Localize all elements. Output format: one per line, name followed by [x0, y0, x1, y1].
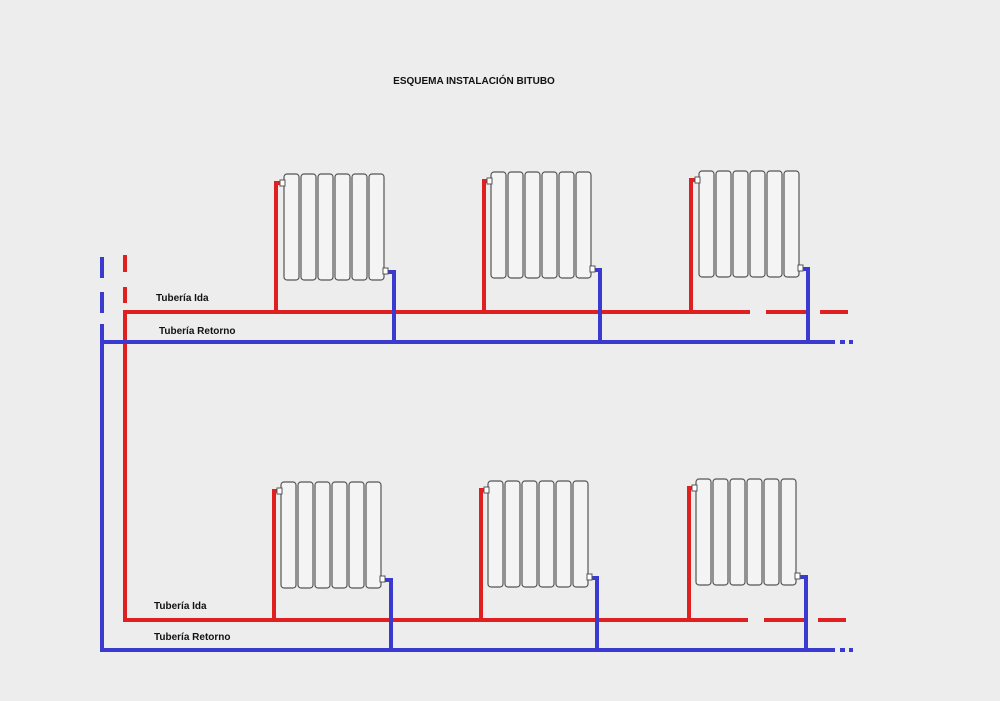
radiator: [272, 481, 393, 650]
radiator: [482, 171, 602, 342]
radiator-section: [695, 478, 712, 586]
radiator-section: [331, 481, 348, 589]
radiator-valve: [486, 177, 493, 185]
radiator-section: [572, 480, 589, 588]
radiator-section: [504, 480, 521, 588]
radiator-section: [698, 170, 715, 278]
radiator-valve: [794, 572, 801, 580]
radiator: [689, 170, 810, 342]
radiator-section: [365, 481, 382, 589]
supply-pipe-label: Tubería Ida: [154, 601, 207, 612]
radiator-section: [280, 481, 297, 589]
radiator-section: [314, 481, 331, 589]
radiator-section: [507, 171, 524, 279]
radiator-section: [783, 170, 800, 278]
radiator-section: [555, 480, 572, 588]
return-pipe-label: Tubería Retorno: [159, 326, 235, 337]
diagram-title: ESQUEMA INSTALACIÓN BITUBO: [393, 74, 555, 87]
radiator-section: [575, 171, 592, 279]
radiator-valve: [483, 486, 490, 494]
radiator-section: [317, 173, 334, 281]
radiator: [274, 173, 396, 342]
radiator-section: [300, 173, 317, 281]
radiator-valve: [589, 265, 596, 273]
return-pipe-label: Tubería Retorno: [154, 632, 230, 643]
radiator-valve: [276, 487, 283, 495]
radiator: [687, 478, 808, 650]
radiator-valve: [694, 176, 701, 184]
floor-lower: Tubería Ida Tubería Retorno: [100, 478, 853, 652]
radiator-section: [763, 478, 780, 586]
radiator-valve: [586, 573, 593, 581]
radiator-valve: [279, 179, 286, 187]
risers: [100, 255, 127, 652]
radiator-section: [538, 480, 555, 588]
radiator-section: [715, 170, 732, 278]
radiator-section: [490, 171, 507, 279]
supply-pipe-label: Tubería Ida: [156, 293, 209, 304]
radiator-section: [780, 478, 797, 586]
radiator-section: [766, 170, 783, 278]
radiator-section: [729, 478, 746, 586]
radiator-section: [712, 478, 729, 586]
floor-upper: Tubería Ida Tubería Retorno: [100, 170, 853, 344]
radiator-section: [732, 170, 749, 278]
radiator-section: [351, 173, 368, 281]
radiator-section: [334, 173, 351, 281]
radiator-valve: [797, 264, 804, 272]
radiator-section: [283, 173, 300, 281]
radiator-section: [487, 480, 504, 588]
radiator-section: [746, 478, 763, 586]
radiator-section: [297, 481, 314, 589]
radiator-valve: [691, 484, 698, 492]
radiator-section: [524, 171, 541, 279]
radiator-valve: [379, 575, 386, 583]
radiator-section: [749, 170, 766, 278]
radiator-section: [348, 481, 365, 589]
radiator-valve: [382, 267, 389, 275]
radiator-section: [521, 480, 538, 588]
radiator: [479, 480, 599, 650]
radiator-section: [368, 173, 385, 281]
radiator-section: [541, 171, 558, 279]
radiator-section: [558, 171, 575, 279]
